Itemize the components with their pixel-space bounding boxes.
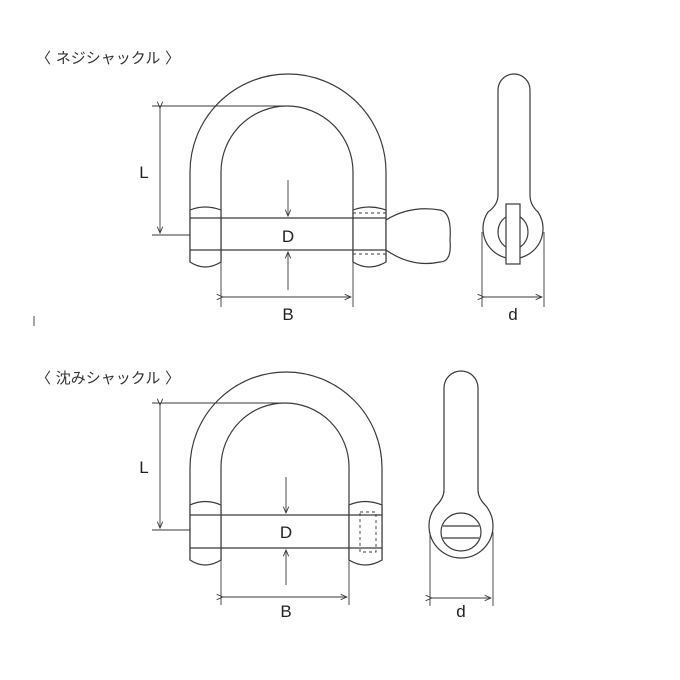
sunk-shackle-front-view: [189, 371, 383, 566]
screw-shackle-title: 〈 ネジシャックル 〉: [36, 49, 180, 67]
sunk-label-D: D: [280, 523, 292, 542]
screw-label-B: B: [282, 305, 293, 324]
screw-shackle-side-view: d: [482, 73, 545, 324]
screw-label-d: d: [508, 305, 517, 324]
screw-label-D: D: [282, 227, 294, 246]
screw-label-L: L: [139, 163, 148, 182]
screw-shackle-front-view: [189, 73, 451, 268]
sunk-label-d: d: [456, 602, 465, 621]
sunk-label-B: B: [280, 602, 291, 621]
screw-shackle-dimensions: L D B: [139, 106, 354, 324]
sunk-shackle-side-view: d: [429, 370, 494, 621]
sunk-shackle-dimensions: L D B: [139, 403, 350, 621]
sunk-label-L: L: [139, 458, 148, 477]
sunk-shackle-title: 〈 沈みシャックル 〉: [36, 369, 180, 387]
